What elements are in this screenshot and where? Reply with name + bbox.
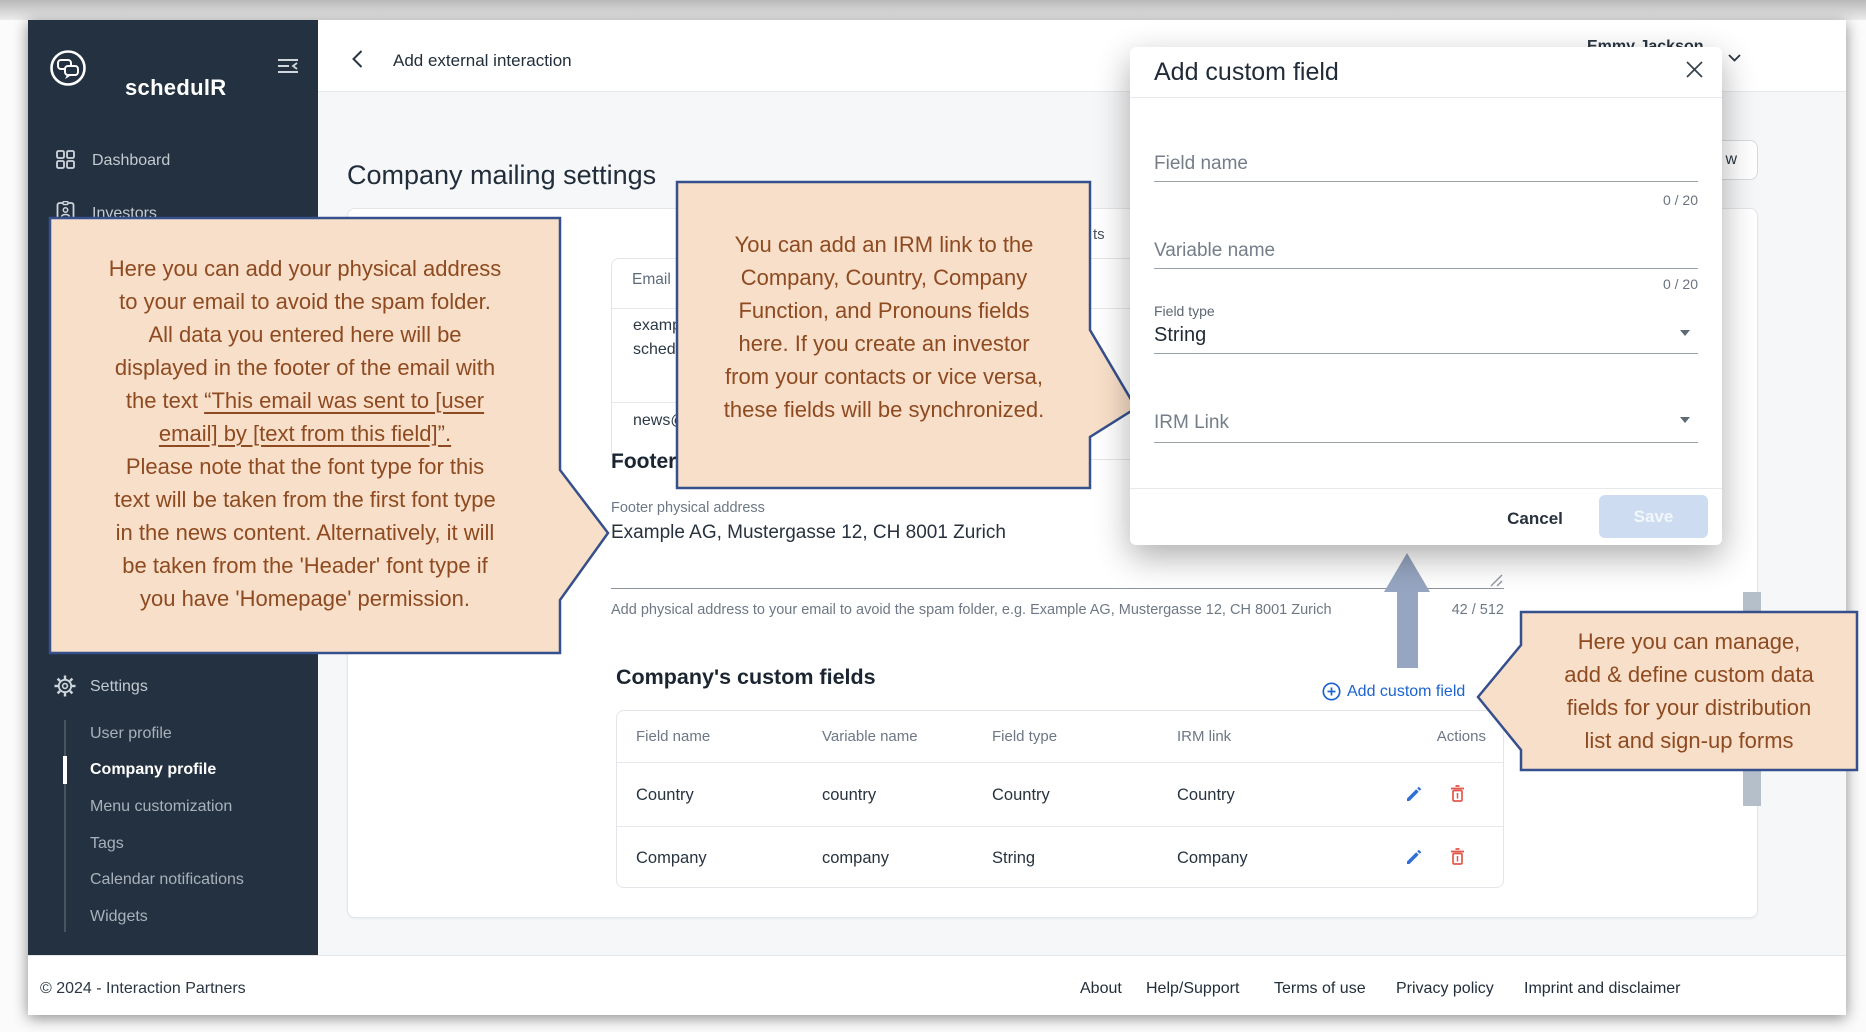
footer-address-value[interactable]: Example AG, Mustergasse 12, CH 8001 Zuri… xyxy=(611,522,1006,543)
footer-link-privacy[interactable]: Privacy policy xyxy=(1396,980,1494,997)
investor-badge-icon xyxy=(56,201,75,221)
email-column-header: Email xyxy=(632,271,671,288)
edit-pencil-icon[interactable] xyxy=(1406,849,1422,865)
save-button[interactable]: Save xyxy=(1599,495,1708,538)
callout-middle-text: You can add an IRM link to the Company, … xyxy=(723,232,1045,422)
annotation-up-arrow-shaft xyxy=(1397,590,1418,668)
input-underline xyxy=(1154,181,1698,182)
callout-underlined-text: “This email was sent to [user xyxy=(204,388,485,413)
dropdown-caret-icon[interactable] xyxy=(1680,330,1690,336)
column-header: Actions xyxy=(1436,728,1486,745)
email-cell-line: news@ xyxy=(633,412,687,429)
email-cell-line: examp xyxy=(633,317,682,334)
sidebar-subitem-tags[interactable]: Tags xyxy=(90,835,124,852)
char-counter: 42 / 512 xyxy=(1451,602,1504,618)
field-name-counter: 0 / 20 xyxy=(1662,192,1698,208)
footer-link-terms[interactable]: Terms of use xyxy=(1274,980,1366,997)
app-footer xyxy=(28,955,1846,1015)
edit-pencil-icon[interactable] xyxy=(1406,786,1422,802)
table-cell-variable-name: company xyxy=(822,849,889,867)
subnav-active-indicator xyxy=(63,756,67,784)
delete-trash-icon[interactable] xyxy=(1450,785,1465,802)
footer-link-about[interactable]: About xyxy=(1080,980,1122,997)
textarea-underline[interactable] xyxy=(611,588,1504,589)
footer-link-imprint[interactable]: Imprint and disclaimer xyxy=(1524,980,1681,997)
sidebar-item-label: Dashboard xyxy=(92,152,171,169)
copyright: © 2024 - Interaction Partners xyxy=(40,980,246,997)
table-cell-irm-link: Company xyxy=(1177,849,1248,867)
window-top-edge xyxy=(0,0,1866,20)
custom-fields-heading: Company's custom fields xyxy=(616,665,876,689)
table-cell-field-type: Country xyxy=(992,786,1050,804)
modal-divider xyxy=(1130,97,1722,98)
irm-link-select[interactable]: IRM Link xyxy=(1154,412,1229,433)
tab-label-fragment[interactable]: ts xyxy=(1093,226,1105,243)
footer-address-label: Footer physical address xyxy=(611,500,765,516)
field-type-label: Field type xyxy=(1154,303,1215,319)
input-underline xyxy=(1154,268,1698,269)
brand-name: schedulR xyxy=(125,75,227,100)
add-custom-field-button[interactable]: Add custom field xyxy=(1347,683,1466,700)
dropdown-caret-icon[interactable] xyxy=(1680,417,1690,423)
field-name-input[interactable]: Field name xyxy=(1154,153,1248,174)
page-title: Add external interaction xyxy=(393,51,572,70)
sidebar-subitem-company-profile[interactable]: Company profile xyxy=(90,761,217,778)
footer-address-helper: Add physical address to your email to av… xyxy=(611,602,1332,618)
email-cell-line: sched xyxy=(633,341,676,358)
resize-handle-icon[interactable] xyxy=(1488,572,1504,588)
table-divider xyxy=(617,826,1503,827)
column-header: IRM link xyxy=(1177,728,1232,745)
callout-right-text: Here you can manage, add & define custom… xyxy=(1564,629,1814,753)
callout-text-part: the text xyxy=(125,388,205,413)
annotation-up-arrow-icon xyxy=(1384,553,1430,592)
table-cell-variable-name: country xyxy=(822,786,877,804)
subnav-rail xyxy=(64,720,66,932)
dashboard-grid-icon xyxy=(56,150,75,169)
footer-link-help[interactable]: Help/Support xyxy=(1146,980,1240,997)
sidebar-subitem-calendar-notifications[interactable]: Calendar notifications xyxy=(90,871,244,888)
sidebar-item-label: Investors xyxy=(92,205,157,222)
custom-fields-table xyxy=(616,710,1504,888)
gear-icon xyxy=(54,675,76,697)
main-heading: Company mailing settings xyxy=(347,160,657,190)
delete-trash-icon[interactable] xyxy=(1450,848,1465,865)
add-custom-field-modal: Add custom field Field name 0 / 20 Varia… xyxy=(1130,47,1722,545)
column-header: Field type xyxy=(992,728,1058,745)
input-underline xyxy=(1154,442,1698,443)
sidebar-subitem-user-profile[interactable]: User profile xyxy=(90,725,172,742)
sidebar-item-investors[interactable]: Investors xyxy=(28,196,318,230)
modal-title: Add custom field xyxy=(1154,58,1339,86)
sidebar-item-dashboard[interactable]: Dashboard xyxy=(28,144,318,178)
variable-name-counter: 0 / 20 xyxy=(1662,276,1698,292)
sidebar-collapse-icon[interactable] xyxy=(278,58,298,74)
table-cell-irm-link: Country xyxy=(1177,786,1235,804)
modal-divider xyxy=(1130,488,1722,489)
sidebar-item-label: Settings xyxy=(90,678,148,695)
sidebar-subitem-widgets[interactable]: Widgets xyxy=(90,908,148,925)
table-divider xyxy=(617,762,1503,763)
column-header: Variable name xyxy=(822,728,918,745)
close-icon[interactable] xyxy=(1686,61,1703,78)
app-logo-icon xyxy=(49,49,87,87)
input-underline xyxy=(1154,353,1698,354)
field-type-select[interactable]: String xyxy=(1154,324,1207,346)
table-cell-field-name: Country xyxy=(636,786,694,804)
add-circle-icon[interactable] xyxy=(1322,682,1341,701)
cancel-button[interactable]: Cancel xyxy=(1507,509,1563,528)
chevron-down-icon[interactable] xyxy=(1728,54,1741,62)
table-cell-field-name: Company xyxy=(636,849,707,867)
variable-name-input[interactable]: Variable name xyxy=(1154,240,1276,261)
footer-section-heading: Footer xyxy=(611,450,677,473)
column-header: Field name xyxy=(636,728,711,745)
sidebar-subitem-menu-customization[interactable]: Menu customization xyxy=(90,798,233,815)
callout-left-text: Here you can add your physical address t… xyxy=(108,256,502,611)
sidebar-item-settings[interactable]: Settings xyxy=(28,670,318,704)
table-cell-field-type: String xyxy=(992,849,1036,867)
back-button[interactable] xyxy=(352,50,363,68)
